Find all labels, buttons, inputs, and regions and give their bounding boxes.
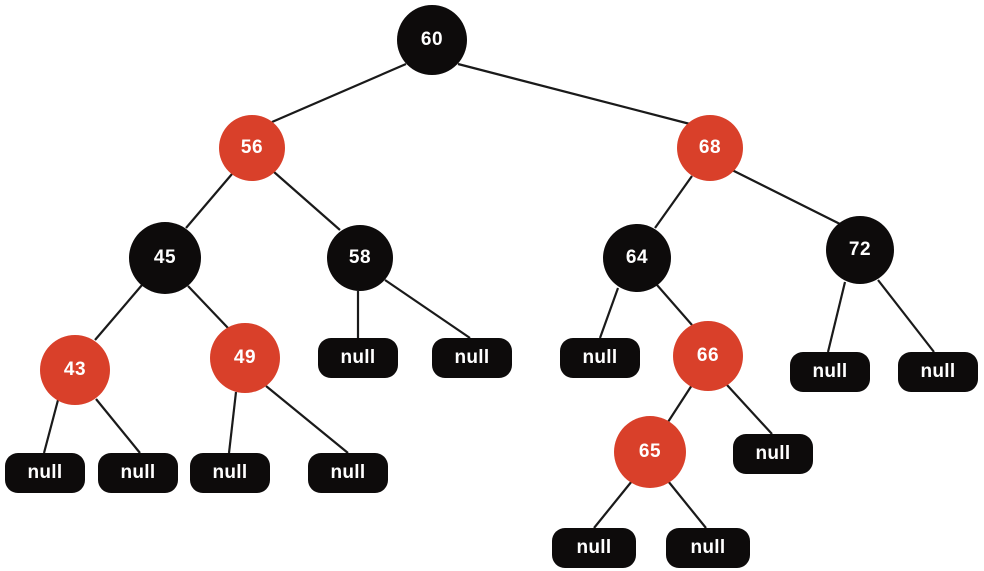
tree-node-label: null [755,443,791,464]
tree-null-node: null [733,434,813,474]
tree-edge [227,391,238,454]
tree-null-node: null [790,352,870,392]
tree-node-58: 58 [327,225,393,291]
tree-node-label: null [454,347,490,368]
tree-null-node: null [898,352,978,392]
tree-node-label: null [120,462,156,483]
tree-edge [726,384,773,435]
tree-edge [457,62,691,126]
tree-edge [667,384,693,423]
tree-edge [384,279,471,339]
tree-edge [187,285,229,329]
tree-node-label: 45 [153,247,177,268]
tree-node-label: null [920,361,956,382]
tree-null-node: null [552,528,636,568]
tree-node-label: null [582,347,618,368]
tree-edge [877,279,935,353]
tree-node-label: null [812,361,848,382]
tree-node-68: 68 [677,115,743,181]
tree-node-label: 43 [63,359,87,380]
tree-edge [273,171,341,231]
tree-node-label: 66 [696,345,720,366]
tree-null-node: null [98,453,178,493]
tree-node-72: 72 [826,216,894,284]
tree-edge [94,284,143,341]
tree-edge [265,385,349,454]
tree-node-label: 65 [638,441,662,462]
tree-node-label: 64 [625,247,649,268]
tree-null-node: null [432,338,512,378]
tree-node-60: 60 [397,5,467,75]
tree-edge [667,480,707,529]
tree-null-node: null [190,453,270,493]
tree-node-label: 72 [848,239,872,260]
tree-edge [593,480,633,529]
tree-edge [731,169,841,225]
tree-node-label: 49 [233,347,257,368]
tree-node-49: 49 [210,323,280,393]
tree-edge [654,175,693,229]
tree-edge [185,173,233,229]
tree-null-node: null [666,528,750,568]
tree-node-label: null [330,462,366,483]
tree-node-45: 45 [129,222,201,294]
tree-null-node: null [560,338,640,378]
tree-edge [271,62,407,124]
tree-node-label: null [690,537,726,558]
tree-edge [42,399,60,454]
tree-node-65: 65 [614,416,686,488]
tree-node-56: 56 [219,115,285,181]
tree-node-43: 43 [40,335,110,405]
tree-null-node: null [308,453,388,493]
tree-null-node: null [5,453,85,493]
tree-edge [826,281,847,353]
tree-edge [656,284,693,326]
tree-node-label: 60 [420,29,444,50]
tree-node-label: null [27,462,63,483]
tree-edge [598,287,620,339]
tree-node-label: null [212,462,248,483]
tree-node-64: 64 [603,224,671,292]
tree-node-label: null [576,537,612,558]
tree-node-label: 56 [240,137,264,158]
tree-edge [95,398,141,454]
tree-node-66: 66 [673,321,743,391]
tree-node-label: null [340,347,376,368]
tree-node-label: 68 [698,137,722,158]
tree-node-label: 58 [348,247,372,268]
tree-null-node: null [318,338,398,378]
